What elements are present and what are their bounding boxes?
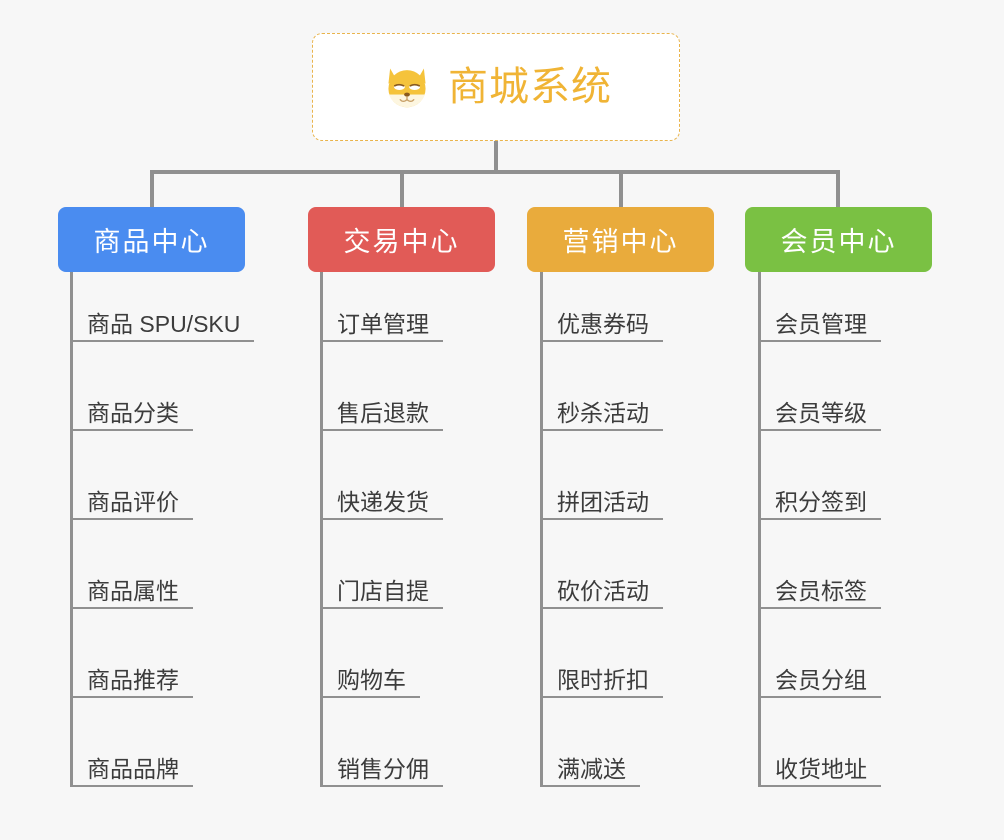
- leaf-item: 收货地址: [761, 739, 881, 787]
- connector-root-stem: [494, 141, 498, 173]
- leaf-item: 限时折扣: [543, 650, 663, 698]
- leaf-label: 商品推荐: [87, 666, 179, 693]
- leaf-label: 商品评价: [87, 488, 179, 515]
- leaf-item: 订单管理: [323, 294, 443, 342]
- leaf-label: 限时折扣: [557, 666, 649, 693]
- column-trunk-0: [70, 272, 73, 787]
- leaf-item: 会员分组: [761, 650, 881, 698]
- connector-drop-0: [150, 170, 154, 208]
- leaf-item: 门店自提: [323, 561, 443, 609]
- leaf-label: 商品分类: [87, 399, 179, 426]
- leaf-label: 会员等级: [775, 399, 867, 426]
- leaf-item: 售后退款: [323, 383, 443, 431]
- leaf-item: 商品品牌: [73, 739, 193, 787]
- category-box-3[interactable]: 会员中心: [745, 207, 932, 272]
- category-box-0[interactable]: 商品中心: [58, 207, 245, 272]
- leaf-label: 售后退款: [337, 399, 429, 426]
- category-label-1: 交易中心: [343, 227, 460, 257]
- leaf-label: 订单管理: [337, 310, 429, 337]
- leaf-label: 砍价活动: [557, 577, 649, 604]
- leaf-label: 商品属性: [87, 577, 179, 604]
- leaf-item: 购物车: [323, 650, 420, 698]
- leaf-label: 快递发货: [337, 488, 429, 515]
- leaf-item: 积分签到: [761, 472, 881, 520]
- leaf-label: 会员管理: [775, 310, 867, 337]
- leaf-label: 收货地址: [775, 755, 867, 782]
- leaf-item: 商品分类: [73, 383, 193, 431]
- connector-drop-3: [836, 170, 840, 208]
- leaf-label: 购物车: [337, 666, 406, 693]
- category-box-1[interactable]: 交易中心: [308, 207, 495, 272]
- leaf-item: 商品评价: [73, 472, 193, 520]
- category-label-0: 商品中心: [93, 227, 210, 257]
- shiba-dog-face-icon: [388, 68, 426, 108]
- connector-drop-2: [619, 170, 623, 208]
- root-title: 商城系统: [448, 65, 612, 109]
- leaf-label: 拼团活动: [557, 488, 649, 515]
- column-trunk-2: [540, 272, 543, 787]
- leaf-item: 快递发货: [323, 472, 443, 520]
- leaf-item: 销售分佣: [323, 739, 443, 787]
- leaf-label: 门店自提: [337, 577, 429, 604]
- leaf-label: 秒杀活动: [557, 399, 649, 426]
- leaf-item: 会员管理: [761, 294, 881, 342]
- leaf-label: 会员标签: [775, 577, 867, 604]
- connector-drop-1: [400, 170, 404, 208]
- leaf-label: 商品 SPU/SKU: [87, 310, 241, 337]
- leaf-item: 优惠券码: [543, 294, 663, 342]
- leaf-item: 满减送: [543, 739, 640, 787]
- leaf-item: 商品 SPU/SKU: [73, 294, 255, 342]
- category-label-3: 会员中心: [780, 227, 897, 257]
- connector-horizontal-bus: [150, 170, 840, 174]
- leaf-label: 积分签到: [775, 488, 867, 515]
- category-label-2: 营销中心: [562, 227, 679, 257]
- leaf-label: 优惠券码: [557, 310, 649, 337]
- leaf-item: 拼团活动: [543, 472, 663, 520]
- leaf-item: 砍价活动: [543, 561, 663, 609]
- leaf-item: 秒杀活动: [543, 383, 663, 431]
- leaf-item: 商品推荐: [73, 650, 193, 698]
- root-node[interactable]: 商城系统: [312, 33, 680, 141]
- leaf-label: 会员分组: [775, 666, 867, 693]
- leaf-item: 会员标签: [761, 561, 881, 609]
- category-box-2[interactable]: 营销中心: [527, 207, 714, 272]
- leaf-item: 商品属性: [73, 561, 193, 609]
- column-trunk-3: [758, 272, 761, 787]
- leaf-label: 商品品牌: [87, 755, 179, 782]
- leaf-label: 满减送: [557, 755, 626, 782]
- leaf-item: 会员等级: [761, 383, 881, 431]
- leaf-label: 销售分佣: [337, 755, 429, 782]
- column-trunk-1: [320, 272, 323, 787]
